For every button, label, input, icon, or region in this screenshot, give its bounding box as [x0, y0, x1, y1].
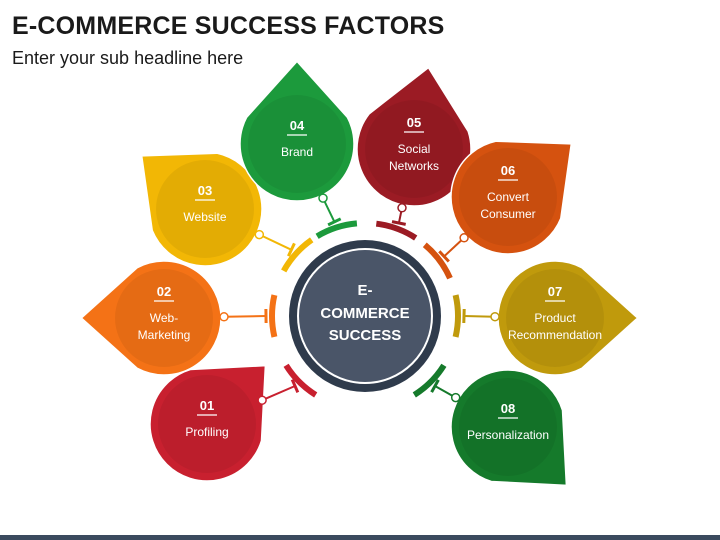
- factor-label-06-line-1: Convert: [487, 190, 530, 204]
- factor-label-02-line-2: Marketing: [138, 328, 191, 342]
- petal-dot-02: [219, 312, 229, 322]
- bottom-bar: [0, 535, 720, 540]
- factor-number-08: 08: [501, 401, 515, 416]
- arc-segment-04: [315, 220, 358, 239]
- petal-dot-06: [459, 233, 469, 243]
- connector-tick-06: [438, 250, 450, 263]
- petal-shade-04: [248, 95, 346, 193]
- petal-dot-04: [318, 193, 328, 203]
- factor-label-02-line-1: Web-: [150, 311, 178, 325]
- arc-segment-03: [281, 237, 314, 273]
- connector-tick-03: [287, 242, 296, 257]
- petal-dot-08: [450, 392, 461, 403]
- petal-shape-01: [149, 364, 267, 482]
- connector-tick-04: [327, 217, 342, 227]
- petal-shape-08: [450, 369, 568, 487]
- factor-label-07-line-1: Product: [534, 311, 576, 325]
- connector-tick-01: [290, 378, 300, 394]
- factor-label-06-line-2: Consumer: [480, 207, 535, 221]
- petal-shape-04: [239, 60, 355, 202]
- petal-shade-02: [115, 269, 213, 367]
- arc-segment-05: [375, 220, 418, 241]
- arc-segment-layer: [269, 220, 461, 398]
- factor-label-05-line-2: Networks: [389, 159, 439, 173]
- petal-dot-03: [254, 229, 265, 240]
- factor-label-01-line-1: Profiling: [185, 425, 228, 439]
- petal-shade-01: [158, 375, 256, 473]
- petal-dot-07: [490, 311, 500, 322]
- center-circle: [297, 248, 433, 384]
- petal-dot-01: [257, 395, 267, 405]
- factor-number-02: 02: [157, 284, 171, 299]
- center-line-2: COMMERCE: [320, 305, 409, 322]
- connector-tick-05: [391, 220, 407, 226]
- factor-number-07: 07: [548, 284, 562, 299]
- connector-line-01: [262, 385, 296, 401]
- petal-shade-03: [156, 160, 254, 258]
- connector-tick-08: [430, 379, 440, 393]
- connector-line-03: [259, 234, 292, 251]
- connector-line-08: [434, 385, 456, 398]
- arc-segment-06: [422, 242, 453, 280]
- center-line-3: SUCCESS: [329, 327, 402, 344]
- arc-segment-07: [452, 294, 461, 338]
- center-hub: E- COMMERCE SUCCESS: [289, 240, 441, 392]
- petal-shade-05: [365, 100, 463, 198]
- connector-line-06: [443, 237, 464, 258]
- factor-number-06: 06: [501, 163, 515, 178]
- factor-number-05: 05: [407, 115, 421, 130]
- petal-shade-07: [506, 269, 604, 367]
- page-title: E-COMMERCE SUCCESS FACTORS: [12, 12, 445, 40]
- petal-shade-06: [459, 148, 557, 246]
- connector-line-04: [322, 198, 336, 223]
- factor-label-08-line-1: Personalization: [467, 428, 549, 442]
- page-subtitle: Enter your sub headline here: [12, 48, 244, 68]
- factor-label-05-line-1: Social: [398, 142, 431, 156]
- arc-segment-02: [269, 294, 278, 338]
- petal-dot-05: [397, 203, 407, 213]
- petal-shape-03: [140, 152, 263, 267]
- petal-shade-08: [459, 378, 557, 476]
- connector-line-07: [463, 315, 495, 318]
- factor-number-01: 01: [200, 398, 214, 413]
- center-line-1: E-: [358, 282, 373, 299]
- factor-label-07-line-2: Recommendation: [508, 328, 602, 342]
- factor-label-04-line-1: Brand: [281, 145, 313, 159]
- factor-number-03: 03: [198, 183, 212, 198]
- factor-number-04: 04: [290, 118, 305, 133]
- connector-line-02: [224, 315, 267, 318]
- arc-segment-01: [283, 363, 318, 398]
- arc-segment-08: [412, 363, 447, 398]
- factor-label-03-line-1: Website: [183, 210, 226, 224]
- petal-layer: 01Profiling02Web-Marketing03Website04Bra…: [80, 60, 639, 487]
